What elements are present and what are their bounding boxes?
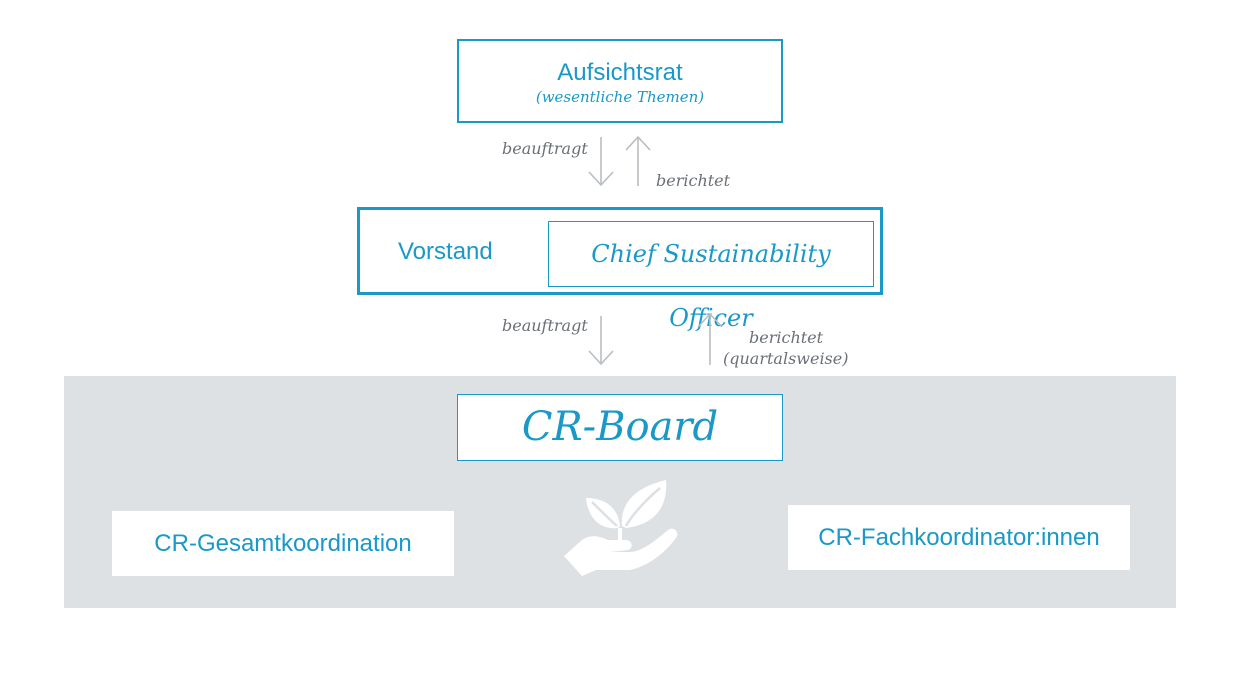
bottom-beauftragt-label: beauftragt	[502, 316, 588, 335]
aufsichtsrat-title: Aufsichtsrat	[557, 59, 683, 86]
arrow-down-icon	[588, 137, 614, 187]
arrow-up-icon	[625, 135, 651, 186]
arrow-down-icon	[588, 316, 614, 366]
cr-board-box: CR-Board	[457, 394, 783, 461]
hand-with-leaves-icon	[564, 480, 678, 576]
vorstand-box: Vorstand Chief Sustainability Officer	[357, 207, 883, 332]
aufsichtsrat-subtitle: (wesentliche Themen)	[535, 88, 705, 106]
arrow-up-icon	[697, 312, 723, 365]
aufsichtsrat-box: Aufsichtsrat (wesentliche Themen)	[457, 39, 783, 123]
bottom-quartalsweise-label: (quartalsweise)	[723, 349, 849, 368]
vorstand-label: Vorstand	[398, 238, 493, 265]
top-berichtet-label: berichtet	[656, 171, 731, 190]
cso-box: Chief Sustainability Officer	[548, 221, 874, 332]
cr-gesamtkoordination-box: CR-Gesamtkoordination	[112, 511, 454, 576]
top-beauftragt-label: beauftragt	[502, 139, 588, 158]
bottom-berichtet-label: berichtet	[749, 328, 824, 347]
cr-fachkoordinatoren-box: CR-Fachkoordinator:innen	[788, 505, 1130, 570]
